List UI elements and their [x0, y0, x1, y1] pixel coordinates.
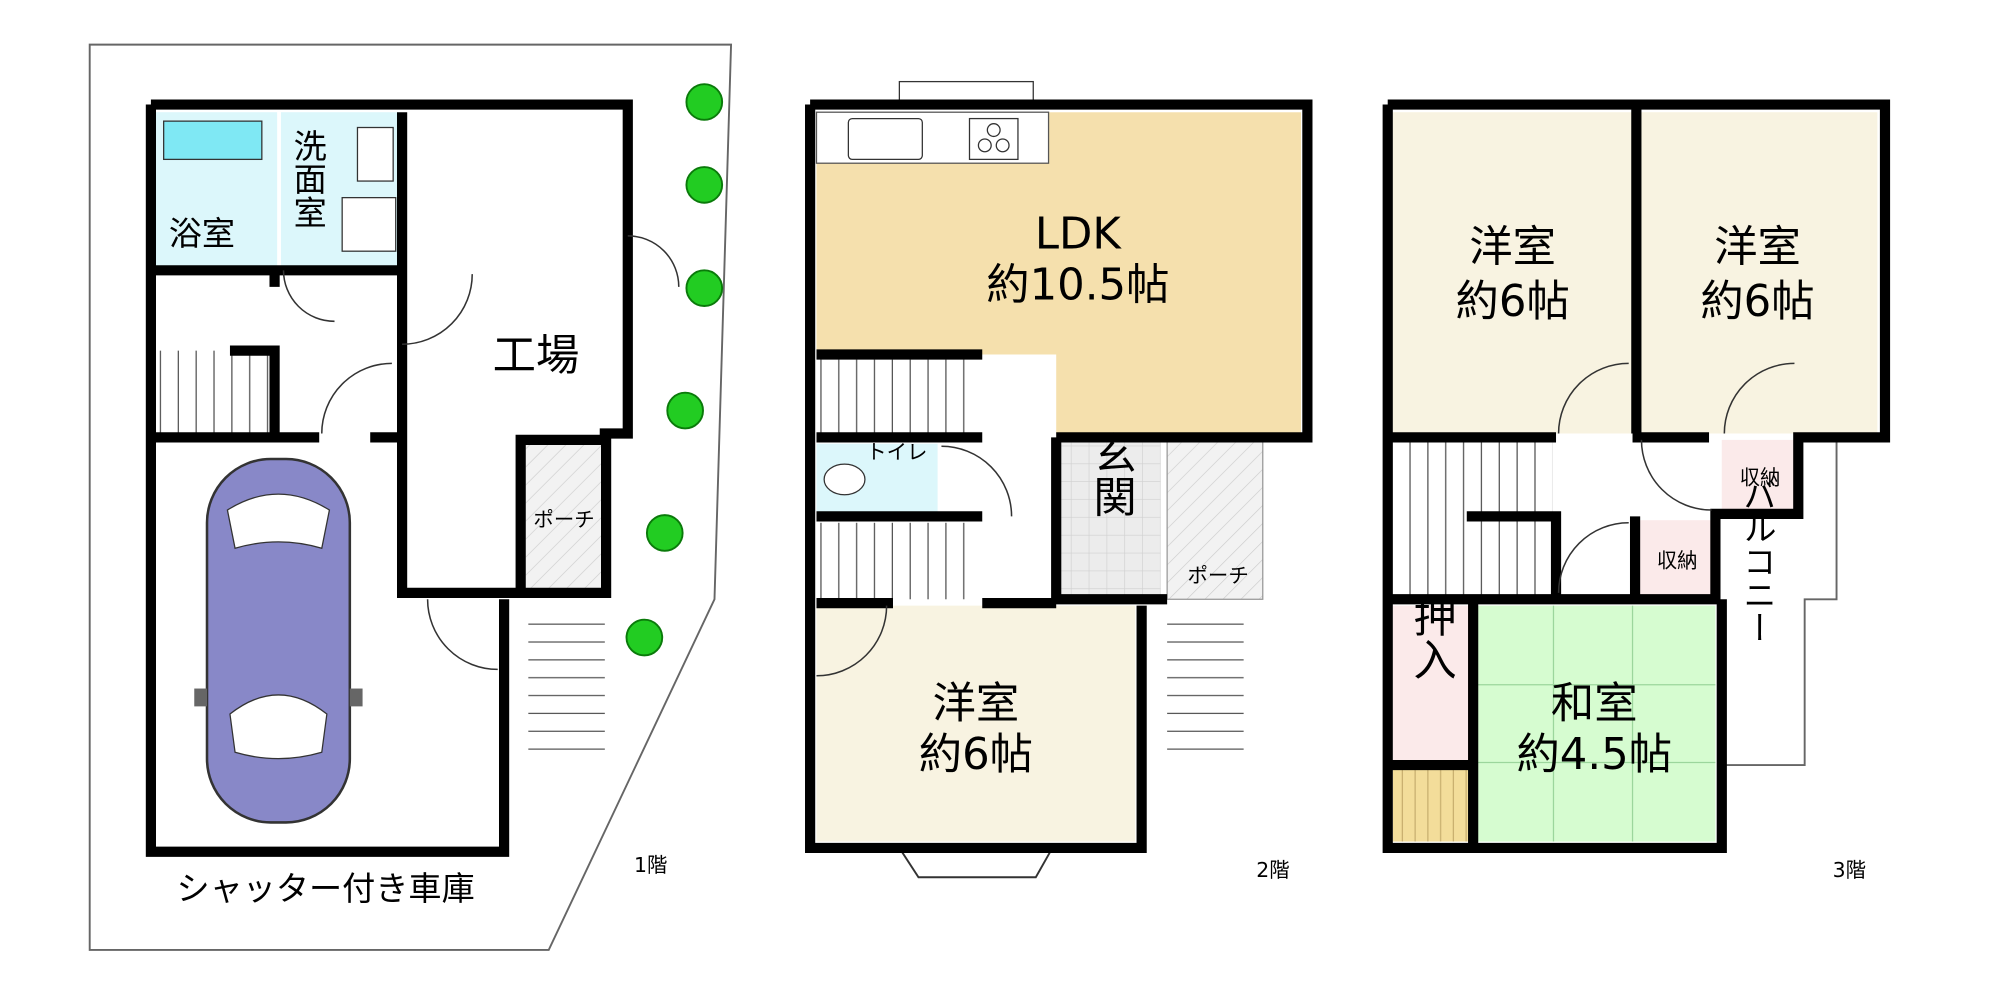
- closet-floor: [1392, 768, 1470, 842]
- room-size-japanese: 約4.5帖: [1516, 730, 1672, 780]
- sink-icon: [847, 117, 923, 161]
- walls-3f: [1382, 99, 1891, 854]
- stairs-1f: [156, 350, 275, 434]
- bay-window: [898, 847, 1054, 879]
- wash-basin: [356, 126, 394, 182]
- tree-icon: [645, 514, 684, 552]
- door-swings-2f: [816, 445, 1013, 677]
- room-label-ldk: LDK: [1035, 210, 1123, 260]
- entrance: [1058, 439, 1161, 600]
- tatami-lines: [1473, 605, 1716, 842]
- toilet-icon: [823, 463, 866, 496]
- floor-1: 浴室 洗面室 工場 ポーチ シャッター付き車庫 1階: [88, 43, 733, 951]
- room-size-western-2f: 約6帖: [919, 730, 1033, 780]
- outside-stairs-1f: [528, 609, 605, 766]
- room-label-toilet: トイレ: [866, 440, 927, 464]
- tree-icon: [685, 83, 724, 121]
- room-label-western-3f-left: 洋室: [1469, 222, 1556, 272]
- room-label-workshop: 工場: [493, 331, 580, 381]
- room-label-entrance: 玄関: [1086, 431, 1136, 518]
- storage-3f-1: [1721, 439, 1799, 512]
- room-label-washroom: 洗面室: [288, 129, 327, 228]
- tree-icon: [625, 618, 664, 657]
- car-icon: [194, 457, 363, 824]
- storage-3f-2: [1638, 520, 1716, 597]
- room-label-japanese: 和室: [1551, 679, 1638, 729]
- room-label-porch-2f: ポーチ: [1188, 564, 1249, 588]
- outside-stairs-2f: [1167, 609, 1244, 766]
- room-label-western-2f: 洋室: [933, 679, 1020, 729]
- stove-icon: [968, 117, 1019, 161]
- room-label-bath: 浴室: [169, 214, 235, 253]
- tree-icon: [666, 391, 704, 430]
- stairs-2f-upper: [816, 359, 976, 434]
- room-label-storage-1: 収納: [1740, 466, 1781, 490]
- room-label-porch-1f: ポーチ: [533, 508, 594, 532]
- western-room-3f-left: [1392, 112, 1633, 434]
- room-label-western-3f-right: 洋室: [1714, 222, 1801, 272]
- floor-label-1f: 1階: [634, 853, 667, 877]
- floor-label-2f: 2階: [1256, 858, 1289, 882]
- floor-3: 洋室 約6帖 洋室 約6帖 収納 収納 押入 和室 約4.5帖 バルコニー 3階: [1382, 99, 1891, 882]
- western-room-3f-right: [1638, 112, 1878, 434]
- washing-machine-space: [341, 196, 397, 252]
- lot-boundary: [88, 43, 733, 951]
- walls-1f: [145, 99, 633, 857]
- room-label-garage: シャッター付き車庫: [176, 869, 474, 908]
- closet: [1392, 605, 1470, 766]
- room-label-closet: 押入: [1406, 594, 1456, 681]
- porch-2f: [1166, 439, 1264, 600]
- tree-icon: [685, 269, 724, 307]
- walls-2f: [805, 99, 1313, 854]
- room-label-storage-2: 収納: [1657, 548, 1698, 572]
- floor-label-3f: 3階: [1833, 858, 1866, 882]
- tree-icon: [685, 166, 724, 204]
- room-size-western-3f-right: 約6帖: [1700, 277, 1814, 327]
- floor-2: LDK 約10.5帖 トイレ 玄関 ポーチ 洋室 約6帖 2階: [805, 80, 1313, 882]
- porch-1f: [525, 439, 605, 593]
- stairs-2f-lower: [816, 522, 976, 600]
- western-room-2f: [816, 605, 1136, 842]
- room-size-western-3f-left: 約6帖: [1456, 277, 1570, 327]
- room-size-ldk: 約10.5帖: [986, 261, 1169, 311]
- room-label-balcony: バルコニー: [1738, 478, 1777, 644]
- door-swings-3f: [1557, 362, 1795, 593]
- trees: [625, 83, 724, 657]
- bathtub: [163, 120, 263, 161]
- japanese-room: [1473, 605, 1716, 842]
- door-swings-1f: [282, 235, 680, 671]
